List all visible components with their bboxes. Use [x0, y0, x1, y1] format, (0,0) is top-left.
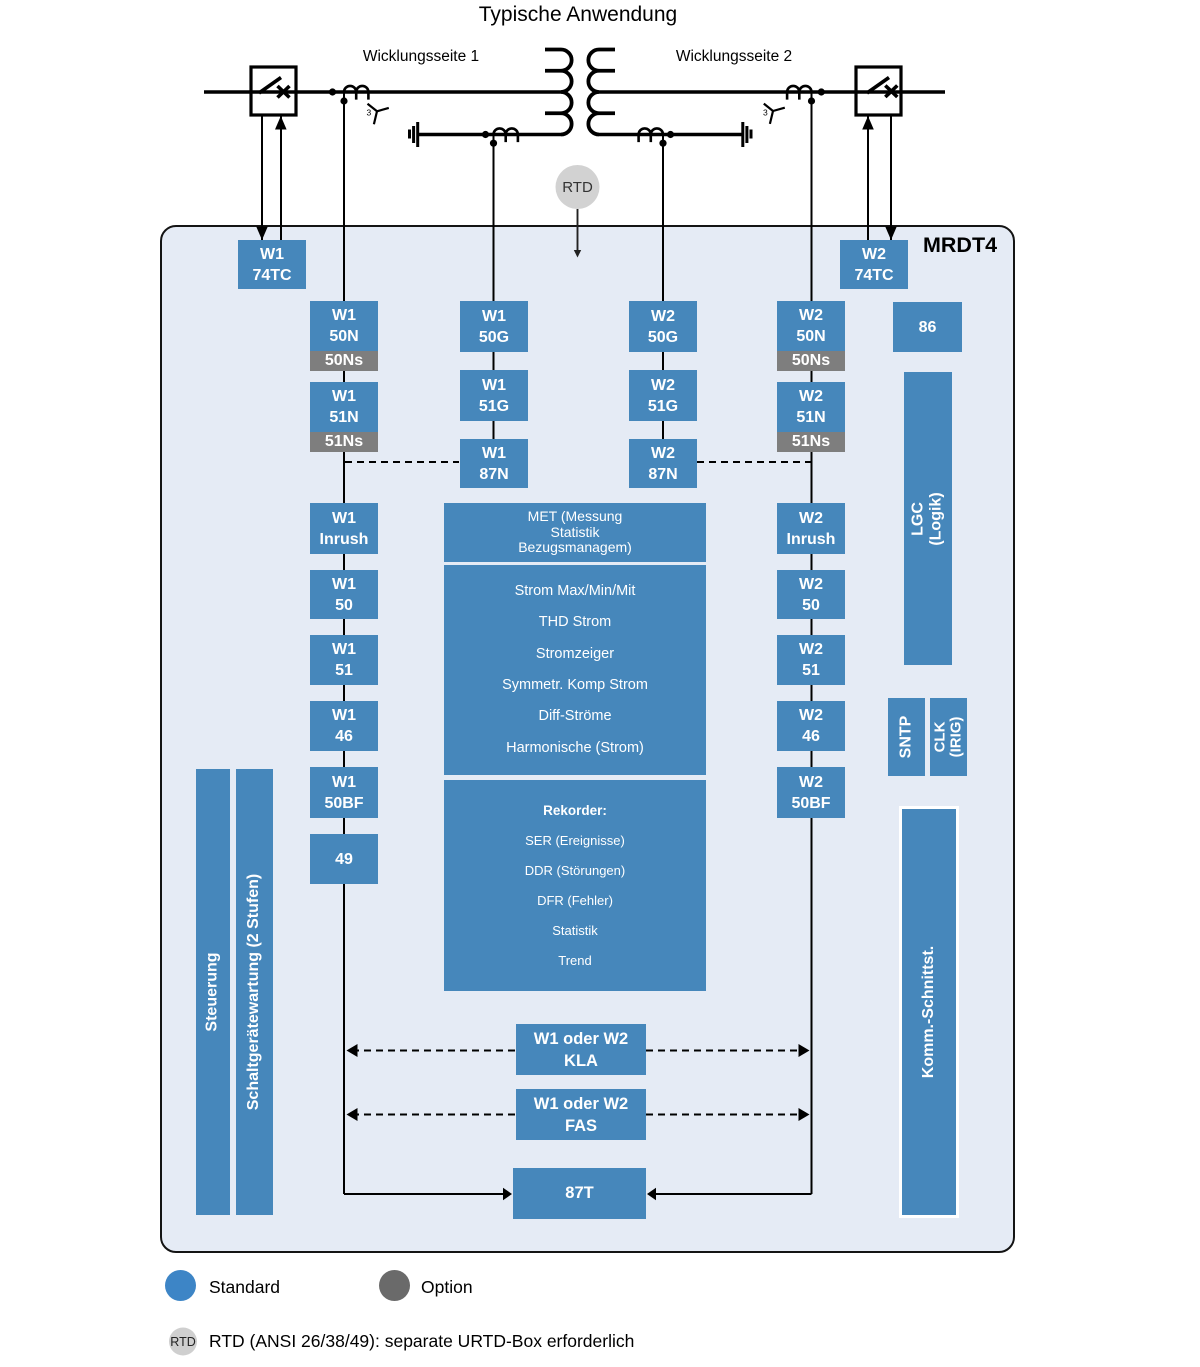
- svg-text:RTD: RTD: [562, 179, 593, 196]
- svg-text:3: 3: [367, 108, 372, 118]
- svg-text:3: 3: [763, 108, 768, 118]
- svg-text:RTD: RTD: [170, 1335, 195, 1349]
